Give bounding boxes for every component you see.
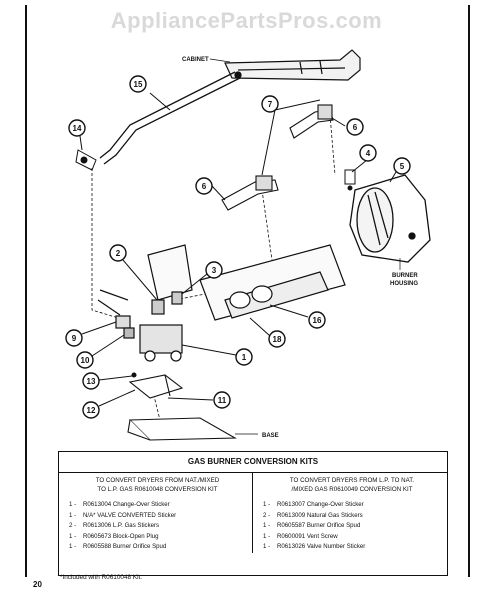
part-qty: 2 - [263,511,271,519]
part-row: 1 - R0613007 Change-Over Sticker [263,500,441,511]
elbow-fitting [75,149,97,171]
callout-11: 11 [167,391,231,409]
heading-line: TO L.P. GAS R0610048 CONVERSION KIT [97,486,218,493]
callout-6-left: 6 [195,177,226,201]
part-row: 1 - R0613026 Valve Number Sticker [263,542,441,553]
kit-column-lp-to-nat: TO CONVERT DRYERS FROM L.P. TO NAT. /MIX… [253,473,447,553]
callout-12: 12 [82,389,136,419]
svg-text:5: 5 [400,162,405,171]
burner-plate [199,244,346,321]
callout-5: 5 [389,157,411,183]
page-number: 20 [33,580,42,589]
cabinet-label: CABINET [182,57,209,63]
flame-sensor [344,169,356,191]
valve-bracket [128,372,184,399]
svg-text:14: 14 [73,124,82,133]
svg-text:6: 6 [353,123,358,132]
part-row: 1 - R0600091 Vent Screw [263,532,441,543]
heading-line: TO CONVERT DRYERS FROM L.P. TO NAT. [289,477,415,484]
burner-housing-label-2: HOUSING [390,281,418,287]
callout-1: 1 [181,344,253,366]
gas-supply-pipe [99,71,242,165]
part-qty: 1 - [69,511,77,519]
svg-text:11: 11 [218,396,227,405]
kit-footnote: *Included with R0610048 Kit. [60,574,143,581]
callout-4: 4 [351,144,377,173]
svg-text:10: 10 [81,356,90,365]
part-desc: R0613007 Change-Over Sticker [277,501,364,508]
svg-text:15: 15 [134,80,143,89]
svg-text:3: 3 [212,266,217,275]
part-qty: 2 - [69,522,77,529]
part-qty: 1 - [69,543,77,550]
kit-column-nat-to-lp: TO CONVERT DRYERS FROM NAT./MIXED TO L.P… [59,473,253,553]
part-qty: 1 - [263,522,271,529]
burner-housing [349,174,431,263]
callout-15: 15 [129,75,171,111]
callout-13: 13 [82,372,133,390]
callout-3: 3 [181,261,223,295]
part-desc: R0605588 Burner Orifice Spud [83,543,167,550]
callout-16: 16 [269,304,326,329]
part-desc: R0613006 L.P. Gas Stickers [83,522,160,529]
svg-text:7: 7 [268,100,273,109]
part-desc: R0605587 Burner Orifice Spud [277,522,361,529]
part-qty: 1 - [263,501,271,508]
watermark: AppliancePartsPros.com [110,8,383,33]
part-desc: R0613009 Natural Gas Stickers [277,511,363,519]
part-qty: 1 - [263,543,271,550]
part-row: 1 - R0613004 Change-Over Sticker [69,500,246,511]
part-row: 2 - R0613009 Natural Gas Stickers [263,511,441,522]
svg-text:4: 4 [366,149,371,158]
kit-column-heading: TO CONVERT DRYERS FROM NAT./MIXED TO L.P… [69,476,246,500]
heading-line: /MIXED GAS R0610049 CONVERSION KIT [291,486,413,493]
base-label: BASE [262,433,279,439]
part-row: 1 - N/A* VALVE CONVERTED Sticker [69,511,246,522]
callout-7: 7 [261,95,321,176]
conversion-kits-table: GAS BURNER CONVERSION KITS TO CONVERT DR… [58,451,448,576]
page-frame [25,5,470,577]
cabinet-rail [224,49,361,81]
part-row: 1 - R0605673 Block-Open Plug [69,532,246,543]
part-qty: 1 - [69,501,77,508]
callout-18: 18 [249,317,286,348]
heading-line: TO CONVERT DRYERS FROM NAT./MIXED [95,477,220,484]
callout-9: 9 [65,321,117,347]
svg-text:13: 13 [87,377,96,386]
part-row: 1 - R0605587 Burner Orifice Spud [263,521,441,532]
base-panel [127,417,237,441]
callout-6-right: 6 [331,117,364,136]
cabinet-leader [209,58,231,63]
gas-valve-assembly [97,244,193,362]
callout-2: 2 [109,244,158,301]
part-row: 1 - R0605588 Burner Orifice Spud [69,542,246,553]
svg-text:18: 18 [273,335,282,344]
kits-title: GAS BURNER CONVERSION KITS [59,452,447,473]
svg-text:16: 16 [313,316,322,325]
svg-text:6: 6 [202,182,207,191]
part-qty: 1 - [69,532,77,540]
part-desc: N/A* VALVE CONVERTED Sticker [83,511,177,519]
part-desc: R0600091 Vent Screw [277,532,338,540]
part-desc: R0613026 Valve Number Sticker [277,543,366,550]
svg-text:2: 2 [116,249,121,258]
burner-housing-label-1: BURNER [392,273,418,279]
svg-text:9: 9 [72,334,77,343]
callout-14: 14 [68,119,86,151]
callout-10: 10 [76,334,125,369]
part-qty: 1 - [263,532,271,540]
svg-text:1: 1 [242,353,247,362]
svg-text:12: 12 [87,406,96,415]
ignitor-assembly [221,104,334,211]
kit-column-heading: TO CONVERT DRYERS FROM L.P. TO NAT. /MIX… [263,476,441,500]
part-desc: R0613004 Change-Over Sticker [83,501,170,508]
part-desc: R0605673 Block-Open Plug [83,532,159,540]
part-row: 2 - R0613006 L.P. Gas Stickers [69,521,246,532]
